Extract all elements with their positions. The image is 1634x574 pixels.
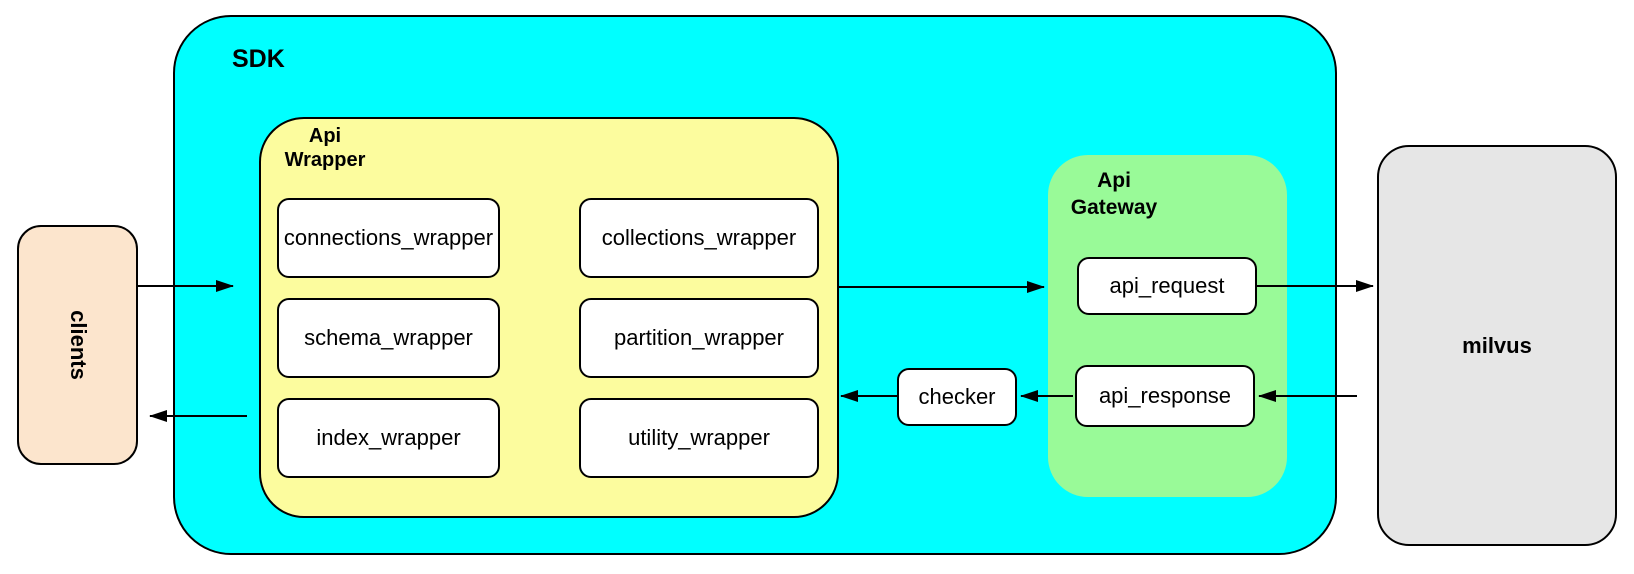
api-wrapper-title: Api Wrapper: [284, 125, 366, 171]
utility-wrapper-box: utility_wrapper: [579, 398, 819, 478]
connections-wrapper-box: connections_wrapper: [277, 198, 500, 278]
api-gateway-container: Api Gateway api_request api_response: [1048, 155, 1287, 497]
partition-wrapper-box: partition_wrapper: [579, 298, 819, 378]
api-wrapper-container: Api Wrapper connections_wrapper collecti…: [259, 117, 839, 518]
index-wrapper-box: index_wrapper: [277, 398, 500, 478]
clients-box: clients: [17, 225, 138, 465]
milvus-box: milvus: [1377, 145, 1617, 546]
api-response-box: api_response: [1075, 365, 1255, 427]
api-gateway-title: Api Gateway: [1070, 169, 1158, 219]
schema-wrapper-box: schema_wrapper: [277, 298, 500, 378]
collections-wrapper-box: collections_wrapper: [579, 198, 819, 278]
clients-label: clients: [65, 310, 91, 380]
milvus-label: milvus: [1462, 332, 1532, 358]
checker-box: checker: [897, 368, 1017, 426]
sdk-title: SDK: [232, 45, 285, 73]
sdk-container: SDK Api Wrapper connections_wrapper coll…: [173, 15, 1337, 555]
api-request-box: api_request: [1077, 257, 1257, 315]
